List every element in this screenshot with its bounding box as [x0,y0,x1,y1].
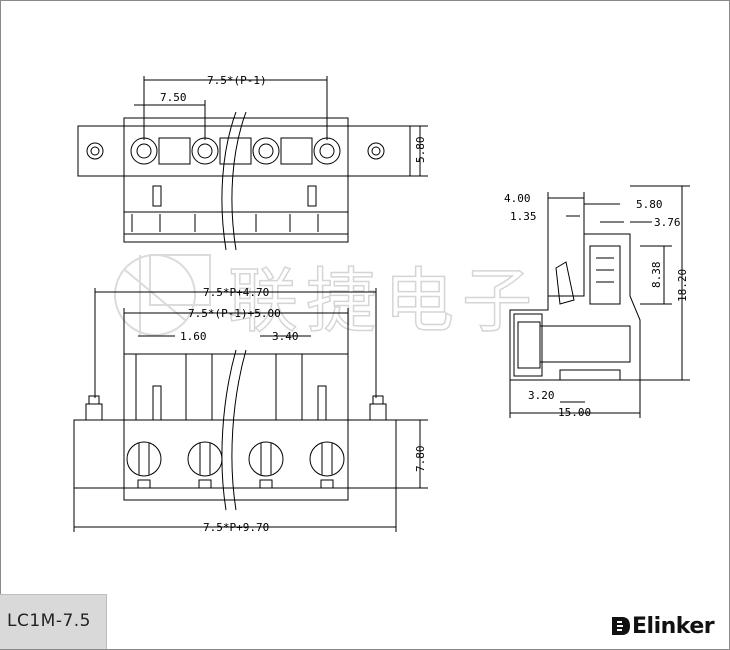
dim-side-1-35: 1.35 [510,210,537,223]
dim-top-height: 5.80 [414,137,427,164]
model-label: LC1M-7.5 [7,611,91,631]
dim-side-18-20: 18.20 [676,269,689,302]
watermark: 联捷电子 [114,254,540,343]
dim-side-5-80: 5.80 [636,198,663,211]
dim-side-3-20: 3.20 [528,389,555,402]
brand-logo: Elinker [610,612,715,640]
model-tag: LC1M-7.5 [0,594,107,649]
dimension-labels: 7.5*(P-1) 7.50 5.80 7.5*P+4.70 7.5*(P-1)… [160,74,689,534]
dim-side-3-76: 3.76 [654,216,681,229]
dim-inner-span: 7.5*(P-1)+5.00 [188,307,281,320]
side-view [509,185,690,418]
dim-front-height: 7.80 [414,446,427,473]
brand-mark-icon [612,617,630,635]
front-view [73,288,428,532]
dim-side-8-38: 8.38 [650,262,663,289]
dim-top-pitch-total: 7.5*(P-1) [207,74,267,87]
dim-side-4-00: 4.00 [504,192,531,205]
brand-name: Elinker [632,613,715,639]
dim-pin-gap: 3.40 [272,330,299,343]
dim-pin-width: 1.60 [180,330,207,343]
dim-overall-width: 7.5*P+9.70 [203,521,269,534]
dim-flange-span: 7.5*P+4.70 [203,286,269,299]
watermark-text: 联捷电子 [228,260,540,342]
top-view [77,76,428,251]
dim-top-pitch: 7.50 [160,91,187,104]
dim-side-15-00: 15.00 [558,406,591,419]
